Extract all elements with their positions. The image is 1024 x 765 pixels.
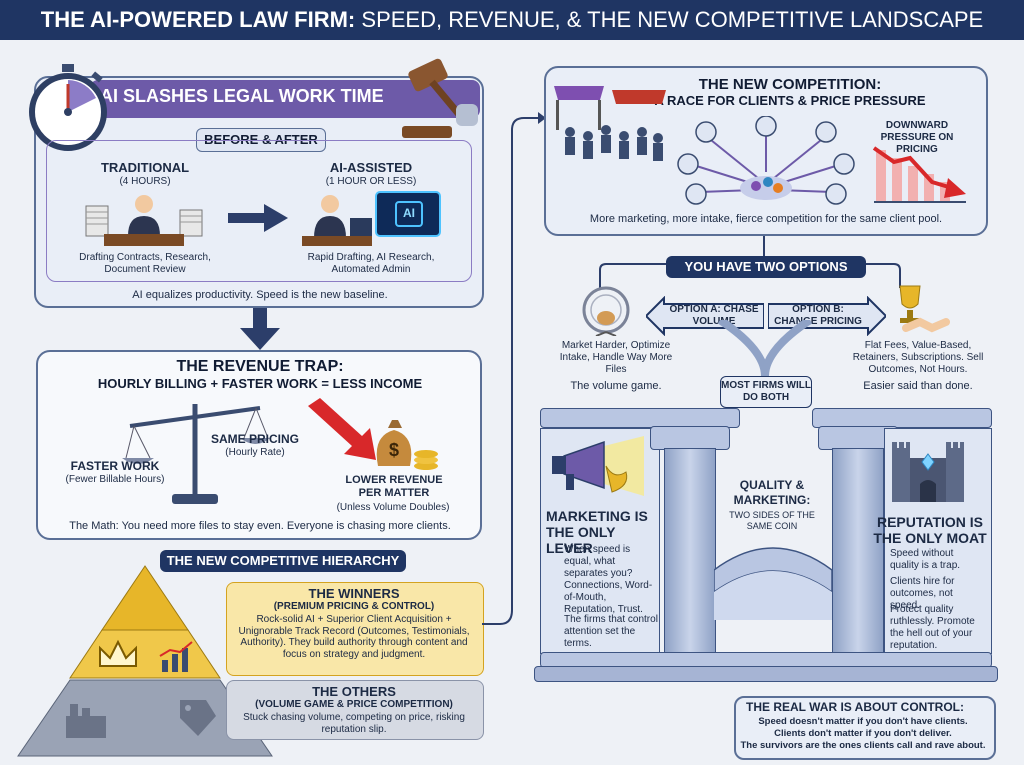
ai-assisted-time: (1 HOUR OR LESS): [325, 176, 417, 187]
traditional-lawyer-icon: [85, 195, 203, 246]
left-column: [664, 448, 716, 660]
ai-screen-text: AI: [403, 206, 415, 220]
reputation-title: REPUTATION IS THE ONLY MOAT: [873, 514, 987, 546]
traditional-desc: Drafting Contracts, Research, Document R…: [79, 252, 211, 275]
faster-work-label: FASTER WORK: [70, 459, 160, 473]
others-title: THE OTHERS: [312, 684, 396, 699]
ai-assisted-label: AI-ASSISTED: [329, 160, 413, 175]
real-war-line-2: Clients don't matter if you don't delive…: [774, 728, 952, 739]
winners-box: [226, 582, 484, 676]
center-sub: TWO SIDES OF THE SAME COIN: [729, 510, 815, 531]
others-desc: Stuck chasing volume, competing on price…: [243, 712, 465, 735]
right-entablature: [812, 408, 992, 428]
castle-icon: [892, 442, 964, 502]
reputation-p3: Protect quality ruthlessly. Promote the …: [890, 604, 975, 651]
red-down-arrow-icon: [308, 398, 376, 460]
real-war-line-3: The survivors are the ones clients call …: [740, 740, 986, 751]
balance-scale-icon: [122, 404, 270, 504]
revenue-heading-2: HOURLY BILLING + FASTER WORK = LESS INCO…: [97, 376, 423, 391]
down-arrow-icon: [240, 308, 280, 350]
option-a-note: The volume game.: [570, 380, 662, 392]
traditional-label: TRADITIONAL: [100, 160, 190, 175]
option-b-label: OPTION B: CHANGE PRICING: [774, 304, 862, 327]
others-sub: (VOLUME GAME & PRICE COMPETITION): [255, 699, 453, 710]
hierarchy-heading: THE NEW COMPETITIVE HIERARCHY: [160, 550, 406, 572]
same-pricing-sub: (Hourly Rate): [225, 447, 285, 458]
reputation-p2: Clients hire for outcomes, not speed.: [890, 576, 955, 611]
svg-text:$: $: [389, 440, 399, 460]
declining-chart-icon: [872, 146, 966, 203]
real-war-box: [734, 696, 996, 760]
real-war-title: THE REAL WAR IS ABOUT CONTROL:: [746, 700, 964, 714]
left-column-capital: [650, 426, 730, 450]
real-war-line-1: Speed doesn't matter if you don't have c…: [758, 716, 968, 727]
option-a-desc: Market Harder, Optimize Intake, Handle W…: [559, 340, 673, 375]
winners-title: THE WINNERS: [308, 586, 400, 601]
market-crowd-icon: [554, 86, 666, 161]
revenue-heading-1: THE REVENUE TRAP:: [176, 358, 344, 375]
competition-heading-1: THE NEW COMPETITION:: [698, 76, 882, 93]
title-bold: THE AI-POWERED LAW FIRM:: [40, 7, 356, 32]
merge-path-icon: [717, 320, 813, 376]
gavel-icon: [402, 58, 478, 138]
marketing-title: MARKETING IS THE ONLY LEVER: [546, 508, 648, 556]
competition-heading-2: A RACE FOR CLIENTS & PRICE PRESSURE: [654, 93, 926, 108]
left-entablature: [540, 408, 740, 428]
title-rest: SPEED, REVENUE, & THE NEW COMPETITIVE LA…: [361, 7, 984, 32]
option-b-desc: Flat Fees, Value-Based, Retainers, Subsc…: [852, 340, 984, 375]
connector-line: [482, 112, 546, 625]
lower-revenue-label: LOWER REVENUE PER MATTER: [345, 474, 443, 499]
downward-pressure-label: DOWNWARD PRESSURE ON PRICING: [880, 120, 954, 155]
traditional-time: (4 HOURS): [119, 176, 171, 187]
page-title: THE AI-POWERED LAW FIRM: SPEED, REVENUE,…: [0, 0, 1024, 40]
ai-assisted-desc: Rapid Drafting, AI Research, Automated A…: [307, 252, 435, 275]
two-options-heading: YOU HAVE TWO OPTIONS: [666, 256, 866, 278]
competition-footer: More marketing, more intake, fierce comp…: [589, 213, 943, 225]
right-arrow-icon: [228, 204, 288, 232]
others-box: [226, 680, 484, 740]
reputation-p1: Speed without quality is a trap.: [890, 548, 961, 571]
most-firms-badge: MOST FIRMS WILL DO BOTH: [720, 376, 812, 408]
stopwatch-icon: [29, 64, 107, 151]
marketing-p1: When speed is equal, what separates you?…: [564, 544, 653, 615]
faster-work-sub: (Fewer Billable Hours): [65, 474, 165, 485]
client-pool-icon: [677, 116, 855, 205]
same-pricing-label: SAME PRICING: [210, 432, 299, 446]
marketing-p2: The firms that control attention set the…: [564, 614, 658, 649]
time-panel-footer: AI equalizes productivity. Speed is the …: [132, 289, 388, 301]
winners-desc: Rock-solid AI + Superior Client Acquisit…: [238, 614, 470, 660]
option-b-note: Easier said than done.: [863, 380, 973, 392]
winners-sub: (PREMIUM PRICING & CONTROL): [273, 601, 435, 612]
option-a-label: OPTION A: CHASE VOLUME: [669, 304, 759, 327]
center-title: QUALITY & MARKETING:: [733, 478, 811, 507]
hierarchy-pyramid: [17, 565, 273, 757]
base-step-lower: [534, 666, 998, 682]
time-panel-heading: AI SLASHES LEGAL WORK TIME: [100, 86, 384, 106]
lower-revenue-sub: (Unless Volume Doubles): [336, 502, 450, 513]
arch-bridge: [714, 547, 832, 620]
trophy-handshake-icon: [899, 285, 950, 333]
megaphone-icon: [552, 436, 644, 496]
hamster-wheel-icon: [582, 286, 630, 336]
revenue-footer: The Math: You need more files to stay ev…: [69, 520, 451, 532]
before-after-frame: [46, 140, 472, 282]
option-a-arrow: [646, 296, 764, 336]
ai-lawyer-icon: [302, 191, 441, 246]
money-bag-icon: $: [376, 420, 438, 470]
right-column: [832, 448, 884, 660]
